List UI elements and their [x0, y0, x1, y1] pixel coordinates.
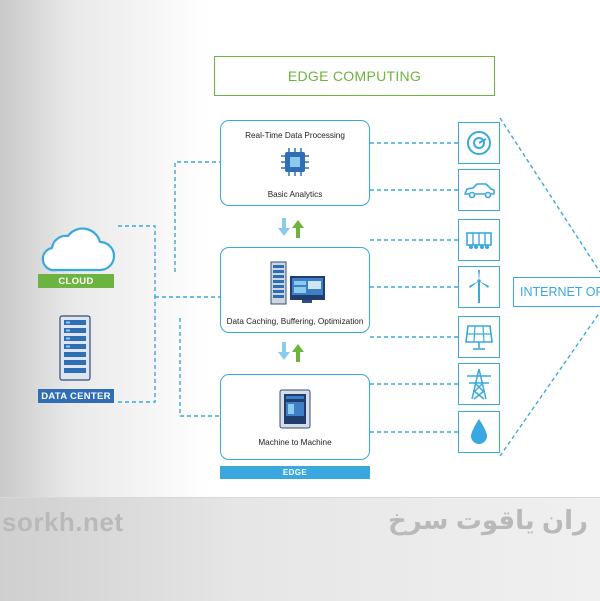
watermark-right: ران یاقوت سرخ	[388, 505, 588, 535]
caching-label: Data Caching, Buffering, Optimization	[226, 317, 364, 326]
device-car	[458, 169, 500, 211]
device-gauge	[458, 122, 500, 164]
footer-watermark-strip	[0, 497, 600, 601]
realtime-processing-node: Real-Time Data Processing Basic Analytic…	[220, 120, 370, 206]
wind-turbine-icon	[469, 270, 489, 303]
data-center-label: DATA CENTER	[38, 389, 114, 403]
power-tower-icon	[467, 368, 491, 400]
sync-arrows-bottom	[278, 342, 304, 362]
device-train	[458, 219, 500, 261]
edge-label-bar: EDGE	[220, 466, 370, 479]
train-icon	[466, 232, 492, 249]
realtime-label: Real-Time Data Processing	[245, 131, 345, 140]
internet-of-things-label: INTERNET OF	[513, 277, 600, 307]
solar-panel-icon	[465, 325, 493, 350]
m2m-label: Machine to Machine	[258, 438, 332, 447]
device-solar-panel	[458, 316, 500, 358]
device-wind-turbine	[458, 266, 500, 308]
edge-computing-title: EDGE COMPUTING	[214, 56, 495, 96]
water-drop-icon	[471, 419, 487, 444]
gauge-icon	[467, 131, 491, 155]
cloud-icon	[41, 227, 116, 272]
watermark-left: sorkh.net	[2, 507, 124, 537]
analytics-label: Basic Analytics	[267, 190, 323, 199]
device-water	[458, 411, 500, 453]
cpu-chip-icon	[281, 148, 309, 176]
cloud-label: CLOUD	[38, 274, 114, 288]
machine-cabinet-icon	[279, 389, 311, 429]
data-center-server-icon	[59, 315, 91, 381]
data-caching-node: Data Caching, Buffering, Optimization	[220, 247, 370, 333]
machine-to-machine-node: Machine to Machine	[220, 374, 370, 460]
sync-arrows-top	[278, 218, 304, 238]
car-icon	[464, 183, 495, 199]
device-power-tower	[458, 363, 500, 405]
server-workstation-icon	[270, 261, 325, 305]
